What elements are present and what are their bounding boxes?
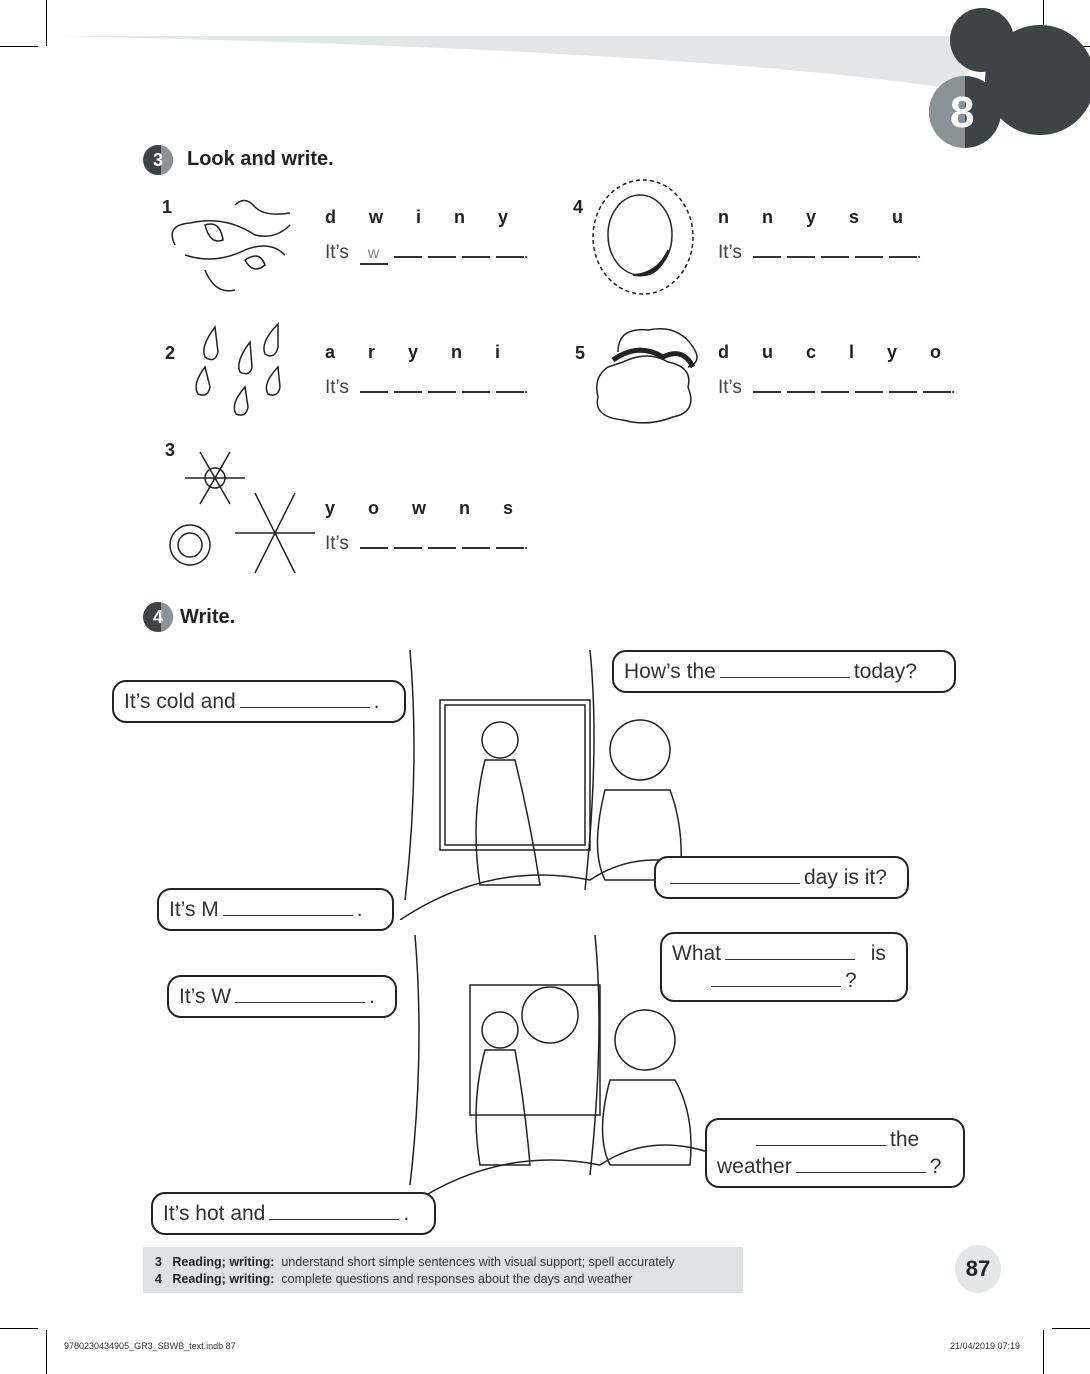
speech-bubble-what-day: day is it? — [654, 856, 909, 899]
letter-blank[interactable] — [752, 240, 781, 258]
letter-blank[interactable] — [359, 375, 388, 393]
write-line[interactable] — [239, 688, 370, 708]
scrambled-letters: d w i n y — [325, 207, 523, 227]
crop-mark — [1052, 1328, 1090, 1329]
write-line[interactable] — [719, 658, 850, 678]
crop-mark — [1043, 0, 1044, 46]
item-number: 5 — [575, 343, 586, 363]
letter-blank[interactable] — [854, 240, 883, 258]
slug-file: 9780230434905_GR3_SBWB_text.indb 87 — [64, 1341, 236, 1351]
letter-blank[interactable] — [461, 531, 490, 549]
letter-blank[interactable] — [461, 375, 490, 393]
answer-line-5: It’s . — [718, 375, 956, 398]
scrambled-letters: d u c l y o — [718, 342, 956, 362]
letter-blank[interactable] — [427, 531, 456, 549]
exercise-4-badge: 4 — [143, 602, 173, 632]
item-number: 4 — [573, 197, 584, 217]
speech-bubble-hot: It’s hot and. — [151, 1192, 436, 1235]
write-line[interactable] — [711, 967, 842, 987]
note-4: 4 Reading; writing: complete questions a… — [155, 1272, 633, 1286]
letter-blank[interactable] — [359, 531, 388, 549]
letter-blank[interactable] — [495, 375, 524, 393]
curriculum-notes: 3 Reading; writing: understand short sim… — [143, 1247, 743, 1293]
letter-blank[interactable] — [461, 240, 490, 258]
scrambled-letters: a r y n i — [325, 342, 515, 362]
letter-blank[interactable] — [495, 240, 524, 258]
write-line[interactable] — [756, 1126, 887, 1146]
wind-icon — [171, 199, 291, 292]
letter-blank[interactable] — [820, 240, 849, 258]
exercise-3-title: Look and write. — [187, 148, 334, 170]
letter-blank[interactable] — [393, 240, 422, 258]
item-number: 2 — [165, 343, 176, 363]
crop-mark — [46, 0, 47, 46]
letter-blank[interactable] — [888, 240, 917, 258]
given-letter: w — [359, 245, 388, 265]
letter-blank[interactable] — [495, 531, 524, 549]
crop-mark — [1043, 1330, 1044, 1374]
scrambled-letters: y o w n s — [325, 498, 528, 518]
write-line[interactable] — [269, 1200, 400, 1220]
answer-line-4: It’s . — [718, 240, 922, 263]
scrambled-letters: n n y s u — [718, 207, 918, 227]
letter-blank[interactable] — [393, 375, 422, 393]
answer-line-1: It’s w. — [325, 240, 529, 265]
answer-line-3: It’s . — [325, 531, 529, 554]
letter-blank[interactable] — [427, 240, 456, 258]
letter-blank[interactable] — [427, 375, 456, 393]
crop-mark — [46, 1330, 47, 1374]
letter-blank[interactable] — [786, 240, 815, 258]
snow-icon — [169, 451, 315, 574]
exercise-3-badge: 3 — [143, 145, 173, 175]
cloud-icon — [596, 328, 698, 424]
letter-blank[interactable] — [854, 375, 883, 393]
item-number: 3 — [165, 440, 176, 460]
speech-bubble-day-w: It’s W. — [167, 975, 397, 1018]
letter-blank[interactable] — [922, 375, 951, 393]
sun-icon — [592, 179, 694, 295]
crop-mark — [0, 46, 38, 47]
letter-blank[interactable] — [786, 375, 815, 393]
letter-blank[interactable] — [752, 375, 781, 393]
speech-bubble-day-m: It’s M. — [157, 888, 394, 931]
crop-mark — [0, 1328, 38, 1329]
exercise-4-title: Write. — [180, 606, 236, 628]
rain-icon — [195, 322, 281, 416]
header-decoration — [60, 8, 1090, 148]
note-3: 3 Reading; writing: understand short sim… — [155, 1255, 675, 1269]
write-line[interactable] — [222, 896, 353, 916]
page-number: 87 — [955, 1245, 1001, 1293]
answer-line-2: It’s . — [325, 375, 529, 398]
letter-blank[interactable] — [820, 375, 849, 393]
write-line[interactable] — [670, 864, 800, 884]
write-line[interactable] — [235, 983, 366, 1003]
summer-window-scene-illustration — [409, 935, 741, 1205]
speech-bubble-what-is: What is ? — [660, 932, 908, 1002]
item-number: 1 — [162, 197, 173, 217]
slug-date: 21/04/2019 07:19 — [950, 1341, 1021, 1351]
speech-bubble-cold: It’s cold and. — [112, 680, 406, 723]
letter-blank[interactable] — [393, 531, 422, 549]
write-line[interactable] — [795, 1153, 926, 1173]
write-line[interactable] — [725, 940, 856, 960]
unit-number: 8 — [950, 88, 975, 137]
letter-blank[interactable] — [888, 375, 917, 393]
